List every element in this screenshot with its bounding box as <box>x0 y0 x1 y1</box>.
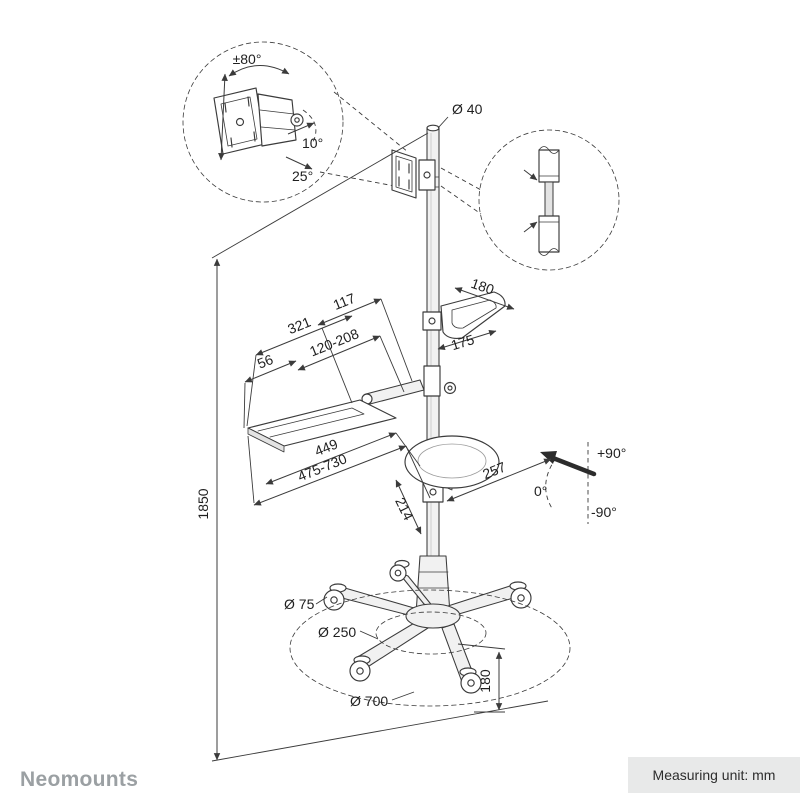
tilt-arrow <box>218 73 228 161</box>
footprint-circle <box>289 589 571 707</box>
caster-back <box>389 564 407 582</box>
mount-bracket <box>257 93 297 147</box>
measuring-unit-bar <box>628 757 800 793</box>
rotation-arrow <box>550 455 597 477</box>
detail-circle <box>478 129 620 271</box>
monitor-mount <box>391 149 436 199</box>
caster-right <box>510 587 532 609</box>
vesa-plate <box>391 149 417 199</box>
rotation-indicator: +90° 0° -90° <box>534 442 626 524</box>
hub-circle <box>375 611 487 655</box>
handle-depth-label: 175 <box>449 331 476 353</box>
base-hub <box>405 603 461 629</box>
footprint-diameter-label: Ø 700 <box>350 693 388 709</box>
dim-117-label: 117 <box>331 290 358 313</box>
footer: Neomounts Measuring unit: mm <box>20 757 800 793</box>
rotation-arrow <box>228 65 290 77</box>
mount-clamp <box>418 159 436 191</box>
caster-front-right <box>460 672 482 694</box>
dim-56-label: 56 <box>255 351 276 372</box>
tilt-knob <box>290 113 304 127</box>
pole-cap <box>426 124 440 132</box>
pole-connection-detail <box>440 129 620 271</box>
lower-tube <box>538 215 560 253</box>
base-height-label: 180 <box>477 669 493 693</box>
keyboard-tray <box>247 365 457 453</box>
vesa-mount-detail: ±80° 10° 25° <box>182 41 409 203</box>
tilt-up-label: 10° <box>302 135 323 151</box>
dim-214-label: 214 <box>392 495 417 523</box>
caster-left <box>323 589 345 611</box>
tray-arm <box>365 379 425 405</box>
tube-connector <box>544 181 554 217</box>
base <box>289 555 571 707</box>
rotation-zero-label: 0° <box>534 483 547 499</box>
handle-clamp <box>422 311 442 331</box>
pole-diameter-label: Ø 40 <box>452 101 483 117</box>
handle-width-label: 180 <box>469 275 496 298</box>
tilt-range-label: ±80° <box>233 51 262 67</box>
tilt-down-label: 25° <box>292 168 313 184</box>
measuring-unit-text: Measuring unit: mm <box>653 767 776 783</box>
caster-diameter-label: Ø 75 <box>284 596 315 612</box>
brand-text: Neomounts <box>20 768 138 791</box>
hub-diameter-label: Ø 250 <box>318 624 356 640</box>
rotation-minus-label: -90° <box>591 504 617 520</box>
caster-front-left <box>349 660 371 682</box>
height-1850-label: 1850 <box>195 488 211 519</box>
detail-circle <box>182 41 344 203</box>
tray-slider <box>423 365 441 397</box>
upper-tube <box>538 149 560 183</box>
adjust-knob <box>443 381 457 395</box>
rotation-plus-label: +90° <box>597 445 626 461</box>
